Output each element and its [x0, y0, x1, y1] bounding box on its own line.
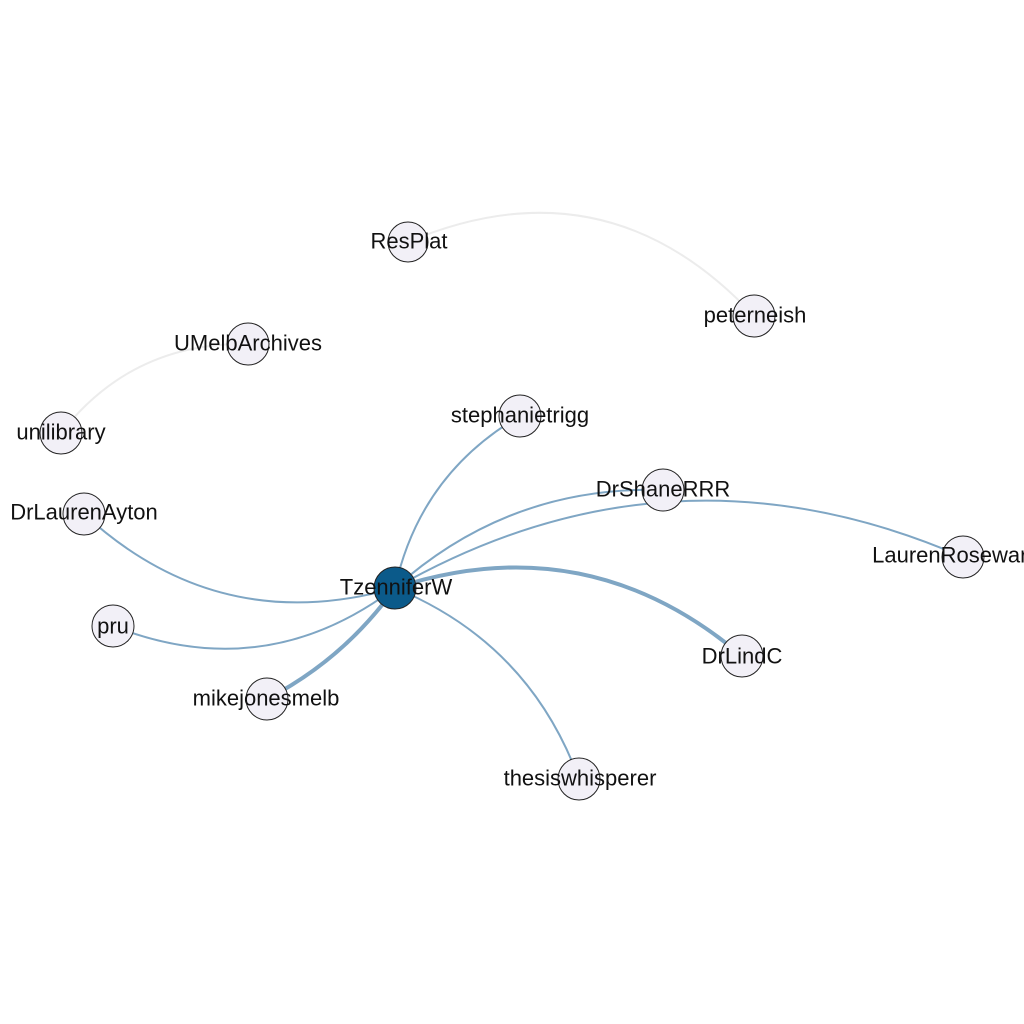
node-label-umelb-archives: UMelbArchives — [174, 331, 322, 356]
node-pru[interactable] — [91, 604, 135, 648]
node-lauren-rosewarne[interactable] — [941, 535, 985, 579]
edge-tzennifer-w-to-dr-lauren-ayton — [83, 513, 396, 604]
node-label-res-plat: ResPlat — [370, 229, 447, 254]
node-label-stephanietrigg: stephanietrigg — [451, 403, 589, 428]
edge-tzennifer-w-to-mikejonesmelb — [265, 586, 397, 701]
node-umelb-archives[interactable] — [226, 322, 270, 366]
node-label-dr-lind-c: DrLindC — [702, 644, 783, 669]
edge-tzennifer-w-to-thesiswhisperer — [394, 587, 580, 780]
edge-tzennifer-w-to-dr-shane-rrr — [394, 488, 664, 589]
node-label-tzennifer-w: TzenniferW — [340, 575, 453, 600]
node-label-dr-lauren-ayton: DrLaurenAyton — [10, 500, 158, 525]
edge-umelb-archives-to-unilibrary — [60, 342, 249, 434]
node-dr-lauren-ayton[interactable] — [62, 492, 106, 536]
node-mikejonesmelb[interactable] — [245, 677, 289, 721]
labels-layer: TzenniferW ResPlat peterneishUMelbArchives… — [10, 229, 1024, 791]
node-unilibrary[interactable] — [39, 411, 83, 455]
node-label-mikejonesmelb: mikejonesmelb — [193, 686, 340, 711]
node-label-lauren-rosewarne: LaurenRosewarne — [872, 543, 1024, 568]
node-label-dr-shane-rrr: DrShaneRRR — [596, 477, 731, 502]
node-label-peterneish: peterneish — [704, 303, 807, 328]
edge-tzennifer-w-to-dr-lind-c — [393, 565, 744, 658]
node-label-unilibrary: unilibrary — [16, 420, 105, 445]
node-res-plat[interactable] — [387, 221, 429, 263]
nodes-layer — [39, 221, 985, 801]
node-label-pru: pru — [97, 614, 129, 639]
edge-tzennifer-w-to-stephanietrigg — [394, 415, 521, 589]
edge-tzennifer-w-to-pru — [112, 587, 396, 650]
node-stephanietrigg[interactable] — [498, 394, 542, 438]
node-tzennifer-w[interactable] — [373, 566, 417, 610]
node-thesiswhisperer[interactable] — [557, 757, 601, 801]
node-peterneish[interactable] — [732, 294, 776, 338]
node-label-thesiswhisperer: thesiswhisperer — [504, 766, 657, 791]
edge-res-plat-to-peterneish — [407, 211, 755, 317]
node-dr-lind-c[interactable] — [720, 634, 764, 678]
node-dr-shane-rrr[interactable] — [641, 468, 685, 512]
